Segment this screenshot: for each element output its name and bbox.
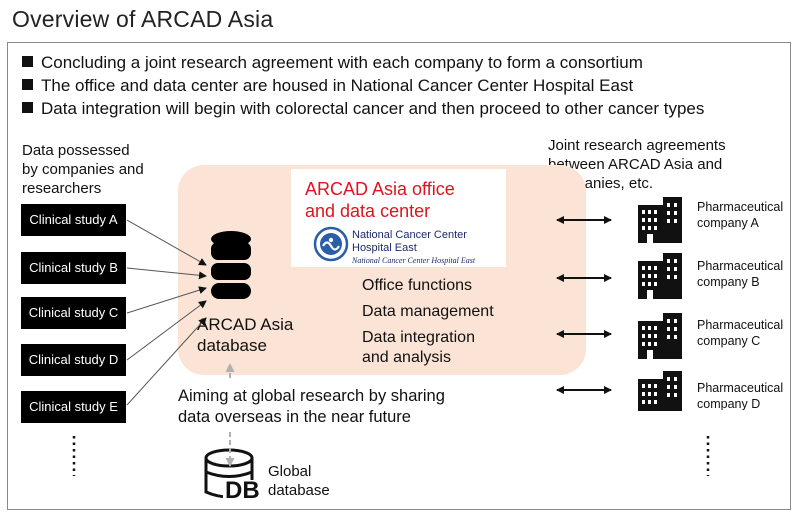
pharma-line: Pharmaceutical	[697, 318, 784, 332]
content-frame	[7, 42, 791, 510]
building-icon	[636, 197, 684, 243]
ncc-name-line: National Cancer Center	[352, 229, 467, 241]
clinical-study-box: Clinical study E	[21, 391, 126, 423]
function-office: Office functions	[362, 277, 472, 294]
clinical-study-box: Clinical study C	[21, 297, 126, 329]
function-line: Data integration	[362, 329, 475, 346]
pharma-line: company B	[697, 275, 760, 289]
building-icon	[636, 313, 684, 359]
pharma-line: company D	[697, 397, 761, 410]
office-title-line: and data center	[305, 201, 431, 221]
left-heading: Data possessed by companies and research…	[22, 141, 144, 198]
bullet-item: Concluding a joint research agreement wi…	[22, 53, 643, 73]
pharma-line: Pharmaceutical	[697, 259, 784, 273]
ncc-logo-icon	[313, 226, 349, 262]
right-heading-line: between ARCAD Asia and	[548, 156, 723, 173]
pharma-company-label: Pharmaceutical company C	[697, 317, 783, 349]
global-database-label: Global database	[268, 462, 330, 500]
function-data-management: Data management	[362, 303, 494, 320]
left-heading-line: researchers	[22, 180, 102, 197]
database-name-line: database	[197, 336, 267, 355]
bullet-item: Data integration will begin with colorec…	[22, 99, 704, 119]
bullet-text: Data integration will begin with colorec…	[41, 99, 705, 118]
db-icon-text: DB	[225, 477, 260, 504]
ncc-script-name: National Cancer Center Hospital East	[352, 256, 476, 265]
global-database-line: database	[268, 482, 330, 499]
bullet-square-icon	[22, 79, 33, 90]
pharma-line: company A	[697, 216, 759, 230]
clinical-study-box: Clinical study B	[21, 252, 126, 284]
study-arrow	[126, 267, 207, 280]
pharma-company-label: Pharmaceutical company A	[697, 199, 783, 231]
aim-line: data overseas in the near future	[178, 408, 411, 426]
building-icon	[636, 371, 684, 411]
office-title: ARCAD Asia office and data center	[305, 178, 455, 222]
pharma-line: Pharmaceutical	[697, 381, 784, 395]
database-name-line: ARCAD Asia	[197, 315, 294, 334]
pharma-line: Pharmaceutical	[697, 200, 784, 214]
global-database-line: Global	[268, 463, 312, 480]
function-data-integration: Data integration and analysis	[362, 328, 475, 368]
ncc-name-line: Hospital East	[352, 242, 417, 254]
building-icon	[636, 253, 684, 299]
pharma-company-label: Pharmaceutical company D	[697, 380, 783, 410]
clinical-study-box: Clinical study A	[21, 204, 126, 236]
left-heading-line: Data possessed	[22, 142, 130, 159]
pharma-line: company C	[697, 334, 761, 348]
ncc-name: National Cancer Center Hospital East	[352, 229, 467, 255]
study-arrow	[126, 286, 207, 314]
function-line: and analysis	[362, 349, 451, 366]
aim-line: Aiming at global research by sharing	[178, 387, 445, 405]
office-title-line: ARCAD Asia office	[305, 179, 455, 199]
bullet-item: The office and data center are housed in…	[22, 76, 633, 96]
study-arrow	[126, 219, 207, 266]
clinical-study-box: Clinical study D	[21, 344, 126, 376]
study-arrow	[126, 300, 207, 361]
global-database-icon: DB	[203, 448, 265, 506]
right-heading: Joint research agreements between ARCAD …	[548, 136, 726, 193]
database-name: ARCAD Asia database	[197, 314, 293, 356]
bullet-text: The office and data center are housed in…	[41, 76, 634, 95]
bullet-text: Concluding a joint research agreement wi…	[41, 53, 643, 72]
bullet-square-icon	[22, 56, 33, 67]
aim-statement: Aiming at global research by sharing dat…	[178, 386, 445, 428]
pharma-company-label: Pharmaceutical company B	[697, 258, 783, 290]
right-heading-line: Joint research agreements	[548, 137, 726, 154]
page-title: Overview of ARCAD Asia	[12, 6, 274, 32]
left-heading-line: by companies and	[22, 161, 144, 178]
study-arrow	[126, 317, 207, 406]
database-icon	[210, 230, 252, 300]
bullet-square-icon	[22, 102, 33, 113]
